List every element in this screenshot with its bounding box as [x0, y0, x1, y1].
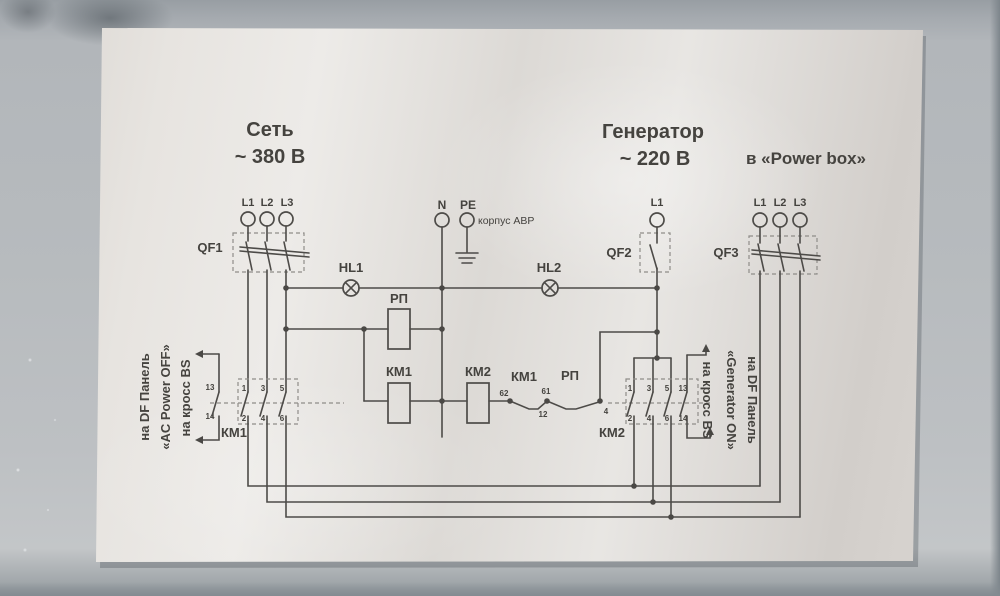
left-note-line1: на DF Панель [137, 353, 152, 441]
qf3-terminal-l2-label: L2 [774, 197, 787, 209]
qf3-label: QF3 [713, 245, 738, 260]
hl1-lamp-icon [342, 279, 360, 297]
qf3-terminal-l1-label: L1 [754, 197, 767, 209]
pin-62: 62 [500, 389, 509, 398]
qf3-terminal-l3-label: L3 [794, 197, 807, 209]
rp-coil-row: РП [285, 291, 443, 402]
km2-pin-13: 13 [679, 384, 688, 393]
interlock-contacts: КМ1 РП 62 61 12 4 [500, 331, 658, 419]
rp-coil-label: РП [390, 291, 408, 306]
km1-coil-label: КМ1 [386, 364, 412, 379]
generator-header: Генератор ~ 220 В в «Power box» [602, 121, 866, 170]
powerbox-label: в «Power box» [746, 149, 866, 168]
qf2-terminal-l1 [649, 212, 665, 228]
km2-pin-6: 6 [665, 414, 670, 423]
km1-aux-arrow-top [195, 350, 203, 358]
left-note-line2: «AC Power OFF» [158, 344, 173, 449]
km1-aux-arrow-bottom [195, 436, 203, 444]
left-note: на DF Панель «AC Power OFF» на кросс BS [137, 344, 193, 449]
generator-voltage: ~ 220 В [620, 148, 691, 170]
qf2-label: QF2 [606, 245, 631, 260]
km2-pin-2: 2 [628, 414, 633, 423]
qf2-breaker: L1 QF2 [606, 197, 672, 393]
qf3-terminal-l1 [752, 212, 768, 228]
km2-pin-5: 5 [665, 384, 670, 393]
junction-dots [283, 285, 674, 520]
mains-voltage: ~ 380 В [235, 146, 306, 168]
km2-pin-4: 4 [647, 414, 652, 423]
pin-4: 4 [604, 407, 609, 416]
qf2-outline [639, 232, 671, 273]
km1-contactor-label: КМ1 [221, 425, 247, 440]
km1-nc-contact-label: КМ1 [511, 369, 537, 384]
generator-title: Генератор [602, 121, 704, 143]
mains-title: Сеть [246, 119, 293, 141]
mains-header: Сеть ~ 380 В [235, 119, 306, 168]
neutral-label: N [438, 198, 447, 212]
pin-12: 12 [539, 410, 548, 419]
km1-aux-pin-13: 13 [206, 383, 215, 392]
km2-coil-label: КМ2 [465, 364, 491, 379]
qf3-breaker: L1 L2 L3 QF3 [713, 197, 821, 518]
wall-right-edge [990, 0, 1000, 596]
km1-pin-3: 3 [261, 384, 266, 393]
right-note-line1: на DF Панель [745, 356, 760, 444]
pe-label: PE [460, 198, 476, 212]
km1-pin-2: 2 [242, 414, 247, 423]
wall-bottom-edge [0, 582, 1000, 596]
km2-pin-1: 1 [628, 384, 633, 393]
neutral-terminal [434, 212, 450, 228]
km1-contactor: 1 3 5 2 4 6 КМ1 13 14 [195, 350, 344, 444]
km1-pin-1: 1 [242, 384, 247, 393]
km1-pin-5: 5 [280, 384, 285, 393]
qf1-label: QF1 [197, 240, 222, 255]
pe-note: корпус АВР [478, 215, 534, 227]
qf2-terminal-l1-label: L1 [651, 197, 664, 209]
km2-contactor-label: КМ2 [599, 425, 625, 440]
right-note-line2: «Generator ON» [724, 350, 739, 450]
qf1-terminal-l2-label: L2 [261, 197, 274, 209]
qf1-terminal-l2 [259, 211, 275, 227]
qf1-terminal-l3-label: L3 [281, 197, 294, 209]
mains-feeders [247, 269, 287, 393]
qf1-outline [232, 232, 305, 273]
km2-contacts-outline [625, 378, 699, 425]
ground-symbol [455, 252, 479, 264]
km2-pin-14: 14 [679, 414, 688, 423]
km1-coil [387, 382, 411, 424]
qf3-terminal-l2 [772, 212, 788, 228]
km2-aux-arrow-bottom [706, 427, 714, 435]
km2-pin-3: 3 [647, 384, 652, 393]
right-note-line3: на кросс BS [700, 361, 715, 438]
km1-pin-4: 4 [261, 414, 266, 423]
lamp-line: HL1 HL2 [285, 260, 658, 297]
right-note: на кросс BS «Generator ON» на DF Панель [700, 350, 760, 450]
km2-aux-arrow-top [702, 344, 710, 352]
rp-coil [387, 308, 411, 350]
hl2-lamp-icon [541, 279, 559, 297]
km2-contactor: 1 3 5 13 2 4 6 14 КМ2 [599, 344, 714, 440]
pin-61: 61 [542, 387, 551, 396]
km1-contacts-outline [237, 378, 299, 425]
left-note-line3: на кросс BS [178, 359, 193, 436]
qf1-terminal-l3 [278, 211, 294, 227]
hl1-label: HL1 [339, 260, 364, 275]
pe-terminal [459, 212, 475, 228]
km2-coil [466, 382, 490, 424]
qf1-breaker: L1 L2 L3 QF1 [197, 197, 310, 273]
qf1-terminal-l1 [240, 211, 256, 227]
rp-contact-label: РП [561, 368, 579, 383]
hl2-label: HL2 [537, 260, 562, 275]
qf1-terminal-l1-label: L1 [242, 197, 255, 209]
coil-row: КМ1 КМ2 [363, 364, 511, 424]
qf3-terminal-l3 [792, 212, 808, 228]
km1-aux-pin-14: 14 [206, 412, 215, 421]
km1-pin-6: 6 [280, 414, 285, 423]
output-buses [247, 415, 801, 518]
